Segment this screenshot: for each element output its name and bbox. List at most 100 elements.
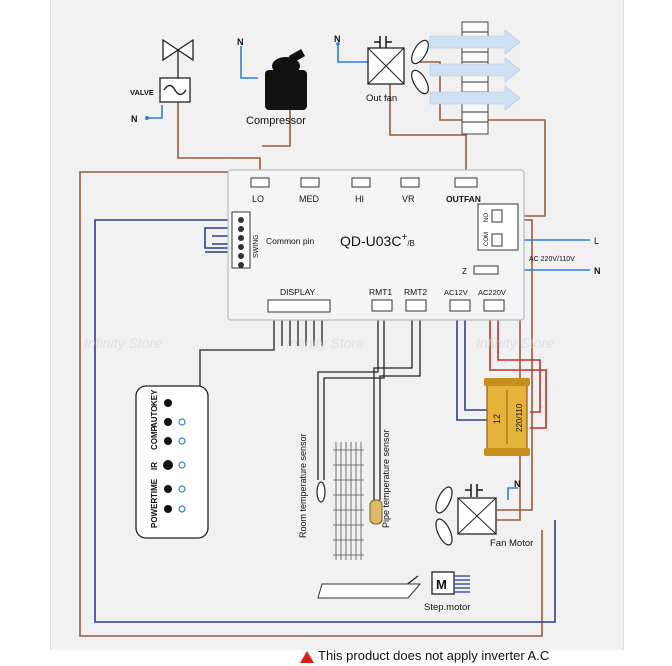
board-outline [227, 169, 525, 321]
ac12v-label: AC12V [444, 288, 468, 297]
wire-rmt1 [317, 310, 379, 480]
relay-lo-label: LO [252, 194, 264, 204]
compressor-body [265, 70, 307, 110]
watermark-3: Infinity Store [476, 335, 554, 351]
control-board: LO MED HI VR OUTFAN SWING Common pin QD-… [227, 169, 601, 321]
power-button-icon [164, 505, 172, 513]
compressor-pipe [288, 49, 306, 63]
relay-terminals [250, 177, 478, 188]
display-key-ir: IR [150, 462, 159, 470]
comp-button-icon [164, 437, 172, 445]
warning-text: This product does not apply inverter A.C [318, 648, 550, 663]
wire-outfan-relay [420, 61, 546, 217]
step-motor-letter: M [436, 577, 447, 592]
wire-ac220-1 [489, 305, 547, 429]
compressor-label: Compressor [246, 115, 306, 127]
relay-outfan-label: OUTFAN [446, 194, 481, 204]
louver [317, 583, 422, 599]
wire-fan-n [507, 487, 518, 500]
power-relay [477, 203, 519, 251]
step-motor-label: Step.motor [424, 602, 470, 613]
wire-swing-outer [94, 219, 556, 623]
wire-outer-brown [79, 171, 543, 637]
board-z-label: Z [462, 267, 467, 276]
wire-display-1 [199, 312, 275, 386]
outfan-capacitor-icon [374, 36, 392, 48]
out-fan: N Out fan [334, 21, 521, 135]
display-connector-label: DISPLAY [280, 287, 316, 297]
swing-label: SWING [253, 234, 260, 258]
watermark-2: Infinity Store [286, 335, 364, 351]
wire-ac12v-1 [456, 305, 487, 421]
outfan-n-dot [336, 42, 340, 46]
status-led-icons [178, 418, 186, 513]
diagram-panel [50, 0, 624, 650]
display-key-key: KEY [150, 389, 159, 406]
ac220v-connector [483, 299, 505, 312]
compressor: N Compressor [237, 37, 307, 127]
airflow-arrows [429, 29, 521, 111]
warning-triangle-icon [300, 650, 314, 663]
power-l-label: L [594, 236, 599, 246]
valve-label: VALVE [130, 88, 154, 97]
fan-motor-n-label: N [514, 479, 521, 489]
fan-motor-label: Fan Motor [490, 538, 533, 549]
display-key-comp: COMP [150, 425, 159, 450]
transformer-12-label: 12 [492, 414, 502, 424]
wire-ac220-2 [497, 305, 541, 413]
key-button-icon [164, 399, 172, 407]
warning-banner: This product does not apply inverter A.C [300, 648, 672, 666]
display-panel: POWER TIME IR COMP AUTO KEY [135, 385, 209, 539]
wire-compressor [262, 108, 291, 147]
fan-blade-icon [435, 486, 453, 546]
relay-no-label: NO [484, 213, 490, 222]
valve: VALVE N [130, 38, 194, 124]
power-ac-label: AC 220V/110V [529, 256, 575, 263]
rmt1-label: RMT1 [369, 287, 392, 297]
wire-rmt1b [323, 310, 385, 480]
ac12v-connector [449, 299, 471, 312]
transformer: 12 220/110 [484, 378, 530, 456]
wire-valve-n [148, 105, 163, 119]
fan-motor: N Fan Motor [435, 479, 533, 549]
display-key-time: TIME [150, 478, 159, 498]
wire-rmt2 [373, 310, 413, 500]
common-pin-label: Common pin [266, 236, 314, 246]
wire-outfan-n [337, 42, 368, 63]
outfan-blade-icon [411, 39, 429, 95]
wire-fanmotor-2 [497, 300, 521, 521]
compressor-n-label: N [237, 37, 244, 47]
watermark-1: Infinity Store [84, 335, 162, 351]
swing-connector [231, 211, 251, 269]
step-motor: M Step.motor [317, 571, 470, 613]
valve-n-label: N [131, 114, 138, 124]
wire-rmt2b [379, 310, 421, 500]
room-sensor-label: Room temperature sensor [298, 433, 308, 538]
rmt2-label: RMT2 [404, 287, 427, 297]
wire-comp-n [240, 46, 258, 79]
outfan-label: Out fan [366, 93, 397, 104]
transformer-220-label: 220/110 [515, 403, 524, 432]
wire-swing-1 [204, 227, 236, 249]
outfan-n-label: N [334, 34, 341, 44]
wire-fanmotor-1 [497, 219, 533, 511]
red-wires [489, 305, 547, 429]
display-key-power: POWER [150, 498, 159, 528]
relay-com-label: COM [484, 232, 490, 246]
wire-ac12v-2 [464, 305, 487, 411]
valve-wave-icon [163, 84, 187, 96]
relay-hi-label: HI [355, 194, 364, 204]
power-n-label: N [594, 266, 601, 276]
evaporator-coil [333, 442, 364, 560]
ac220v-label: AC220V [478, 288, 506, 297]
step-motor-leads [454, 575, 470, 593]
wire-valve-lo [172, 97, 261, 178]
valve-n-dot [145, 116, 149, 120]
relay-vr-label: VR [402, 194, 415, 204]
pipe-temperature-sensor: Pipe temperature sensor [369, 429, 391, 528]
brown-wires [79, 61, 546, 637]
wire-outfan [389, 70, 467, 178]
board-model: QD-U03C+/B [340, 232, 415, 249]
